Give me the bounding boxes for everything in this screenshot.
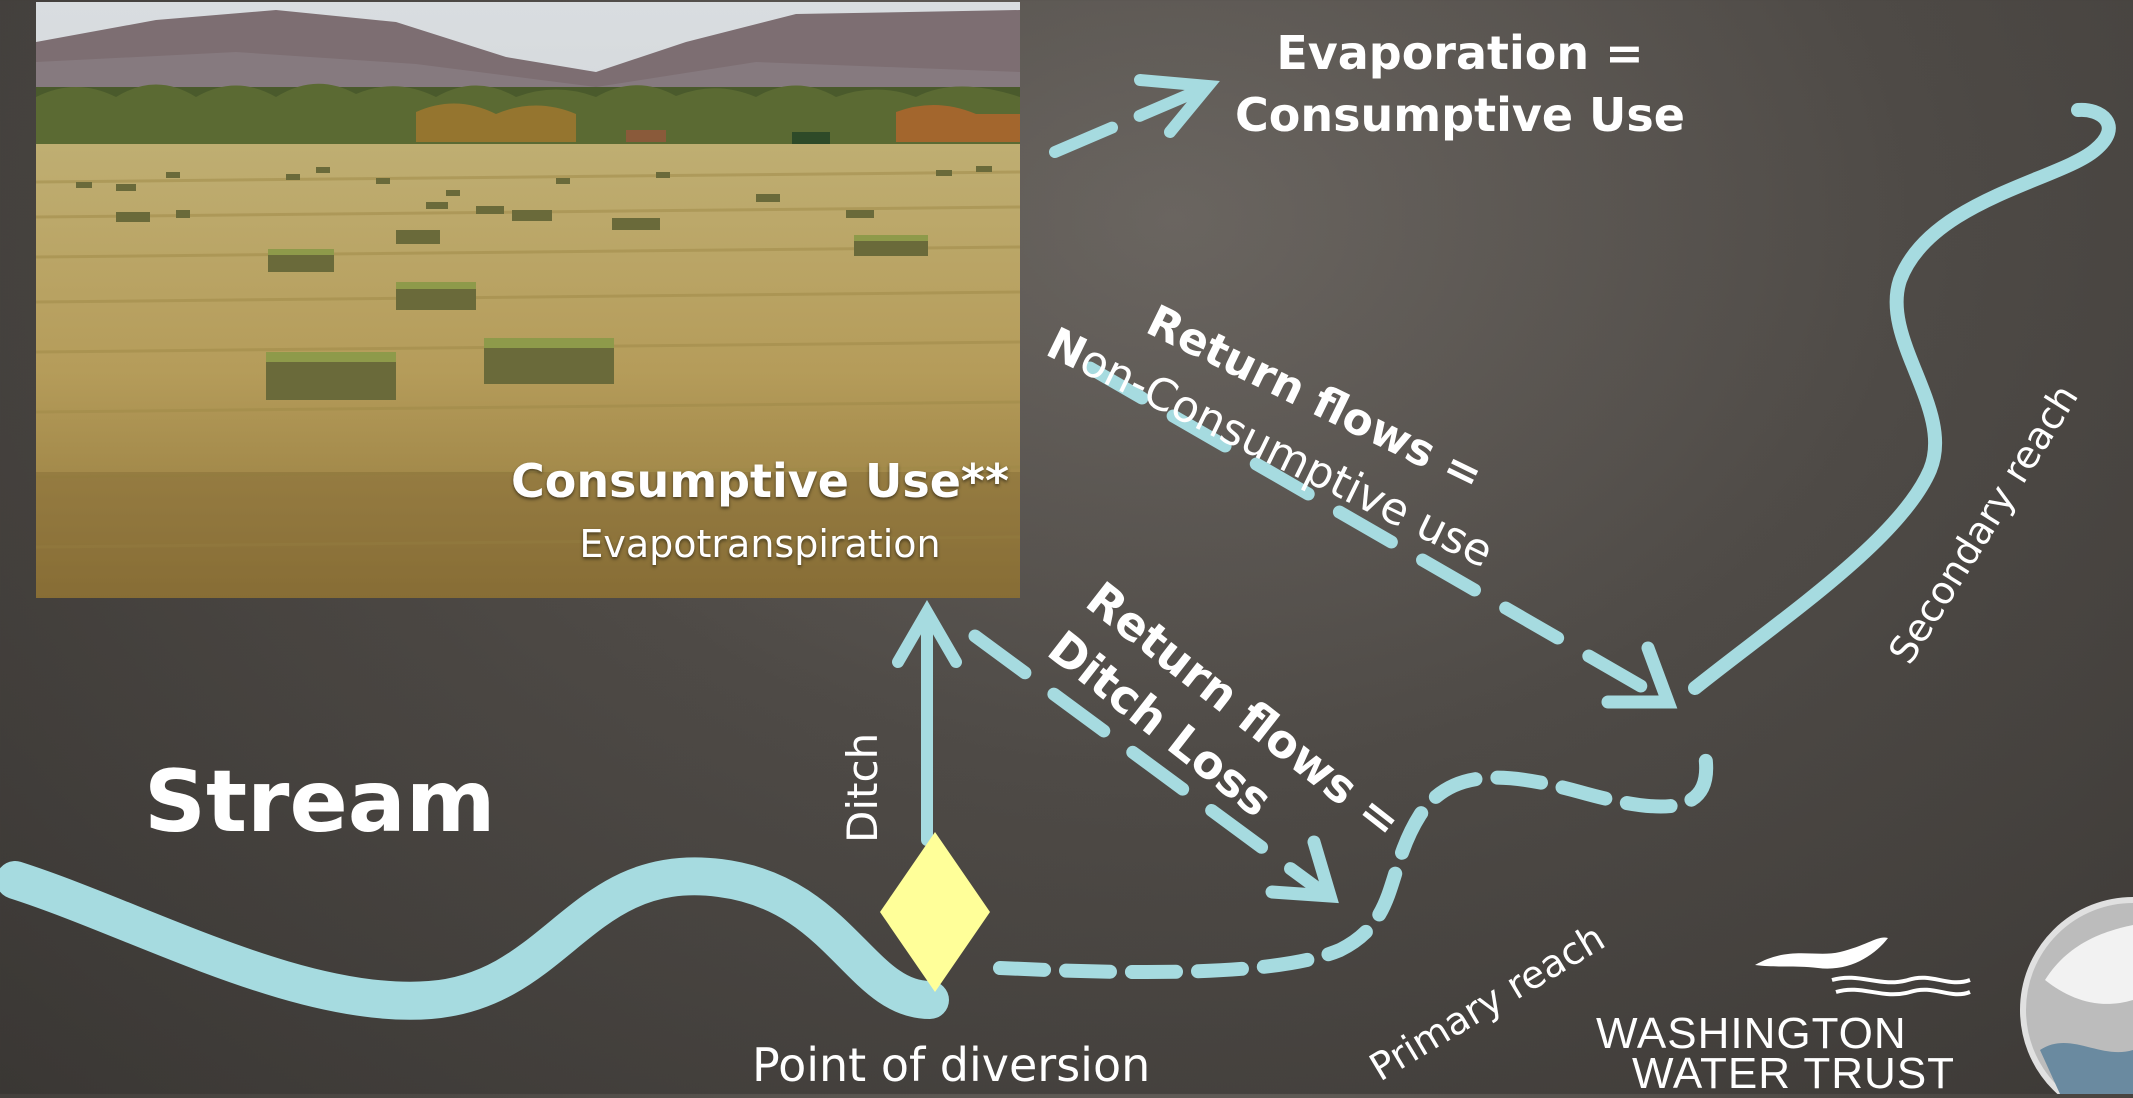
globe-logo-icon	[2020, 897, 2133, 1094]
ditch-loss-return-arrow	[968, 629, 1339, 904]
evaporation-arrow	[1049, 74, 1220, 158]
photo-caption-subtitle: Evapotranspiration	[579, 522, 941, 566]
primary-reach-line	[993, 733, 1714, 979]
point-of-diversion-label: Point of diversion	[752, 1038, 1151, 1092]
ditch-label: Ditch	[838, 732, 887, 843]
logo-line1: WASHINGTON	[1596, 1009, 1907, 1058]
hay-field-image	[36, 2, 1020, 598]
evaporation-label-line1: Evaporation =	[1276, 26, 1644, 80]
point-of-diversion-marker	[880, 832, 990, 992]
ditch-arrow	[892, 600, 962, 846]
evaporation-label: Evaporation = Consumptive Use	[1180, 22, 1740, 146]
secondary-reach-line	[1688, 102, 2116, 695]
stream-label: Stream	[144, 752, 496, 852]
non-consumptive-return-arrow	[1083, 361, 1678, 709]
evaporation-label-line2: Consumptive Use	[1235, 88, 1685, 142]
stream-line	[0, 857, 949, 1020]
washington-water-trust-logo: WASHINGTON WATER TRUST	[1596, 1012, 1956, 1098]
water-ripple-lines-icon	[1831, 975, 1971, 997]
water-wave-logo-icon	[1755, 937, 1888, 969]
hay-field-photo: Consumptive Use** Evapotranspiration	[36, 2, 1020, 598]
photo-caption-title: Consumptive Use**	[510, 454, 1010, 508]
logo-line2: WATER TRUST	[1632, 1049, 1956, 1098]
